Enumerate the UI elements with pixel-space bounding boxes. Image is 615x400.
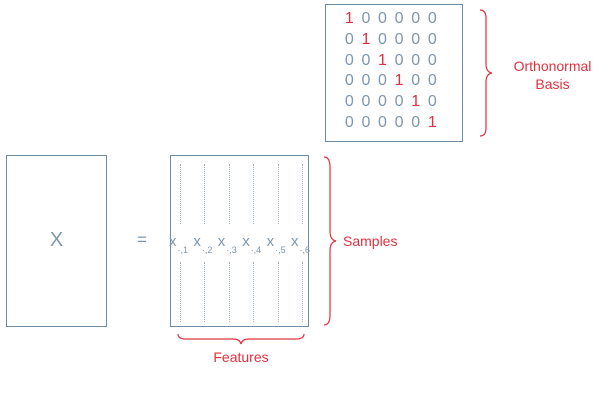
column-vector-label: x·,1 xyxy=(169,233,188,255)
column-divider-top xyxy=(302,164,303,224)
features-brace xyxy=(177,333,305,345)
column-divider-top xyxy=(180,164,181,224)
feature-columns-box xyxy=(170,155,309,327)
basis-label: Orthonormal Basis xyxy=(500,57,605,93)
column-vector-label: x·,6 xyxy=(291,233,310,255)
column-vector-base: x xyxy=(291,233,299,250)
basis-label-line1: Orthonormal xyxy=(513,58,592,74)
basis-matrix-cell: 0 xyxy=(411,10,421,27)
x-matrix-label: X xyxy=(49,229,64,251)
column-divider-bottom xyxy=(228,262,230,322)
basis-matrix-cell: 0 xyxy=(394,10,404,27)
basis-matrix-cell: 0 xyxy=(394,114,404,131)
basis-matrix-cell: 1 xyxy=(344,10,354,27)
basis-matrix-cell: 1 xyxy=(378,51,387,69)
column-vector-base: x xyxy=(266,233,275,250)
column-vector-subscript: ·,2 xyxy=(201,245,213,255)
basis-matrix-cell: 0 xyxy=(378,72,387,90)
column-divider-top xyxy=(228,164,230,224)
column-vector-base: x xyxy=(169,233,177,250)
samples-label: Samples xyxy=(343,233,398,249)
basis-matrix-cell: 1 xyxy=(361,30,371,48)
basis-label-line2: Basis xyxy=(535,76,570,92)
basis-matrix-cell: 0 xyxy=(427,30,437,48)
samples-brace xyxy=(323,156,337,326)
basis-matrix-cell: 0 xyxy=(411,30,421,48)
column-vector-subscript: ·,3 xyxy=(226,245,237,255)
basis-matrix-cell: 0 xyxy=(394,30,404,48)
column-divider-top xyxy=(253,164,255,224)
basis-matrix-cell: 0 xyxy=(344,51,354,69)
basis-matrix-cell: 0 xyxy=(361,51,371,69)
column-divider-bottom xyxy=(253,262,255,322)
column-vector-subscript: ·,5 xyxy=(275,245,286,255)
column-vector-base: x xyxy=(242,233,250,250)
column-vector-base: x xyxy=(217,233,226,250)
basis-matrix-cell: 0 xyxy=(378,93,387,111)
column-vector-label: x·,5 xyxy=(267,233,286,255)
basis-matrix-cell: 0 xyxy=(394,93,404,111)
basis-matrix-cell: 0 xyxy=(378,30,387,48)
basis-matrix-cell: 0 xyxy=(361,72,371,90)
basis-matrix-cell: 1 xyxy=(411,93,421,111)
column-divider-top xyxy=(277,164,279,224)
basis-matrix-cell: 0 xyxy=(427,93,437,111)
basis-matrix-cell: 0 xyxy=(344,72,354,90)
basis-matrix-cell: 0 xyxy=(344,30,354,48)
basis-matrix-box xyxy=(325,4,463,142)
basis-matrix-cell: 0 xyxy=(378,10,387,27)
x-matrix-box xyxy=(6,155,107,327)
column-vector-label: x·,3 xyxy=(218,233,237,255)
column-divider-bottom xyxy=(302,262,303,322)
basis-matrix-cell: 0 xyxy=(427,10,437,27)
basis-matrix-cell: 0 xyxy=(361,10,371,27)
equals-sign: = xyxy=(137,230,147,249)
basis-matrix-cell: 0 xyxy=(427,72,437,90)
basis-matrix-cell: 0 xyxy=(361,93,371,111)
basis-matrix-cell: 0 xyxy=(344,93,354,111)
basis-matrix-cell: 0 xyxy=(411,72,421,90)
column-vector-subscript: ·,4 xyxy=(250,245,262,255)
column-divider-bottom xyxy=(277,262,279,322)
column-vector-base: x xyxy=(193,233,201,250)
basis-matrix-cell: 0 xyxy=(394,51,404,69)
column-divider-bottom xyxy=(180,262,181,322)
basis-matrix-cell: 0 xyxy=(411,114,421,131)
basis-matrix-cell: 0 xyxy=(427,51,437,69)
basis-matrix-cell: 1 xyxy=(427,114,437,131)
features-label: Features xyxy=(213,349,269,365)
column-divider-bottom xyxy=(204,262,206,322)
column-vector-label: x·,4 xyxy=(242,233,261,255)
column-vector-subscript: ·,6 xyxy=(299,245,311,255)
basis-matrix-cell: 1 xyxy=(394,72,404,90)
column-divider-top xyxy=(204,164,206,224)
basis-matrix-cell: 0 xyxy=(411,51,421,69)
column-vector-label: x·,2 xyxy=(193,233,212,255)
basis-matrix-cell: 0 xyxy=(361,114,371,131)
basis-matrix-cell: 0 xyxy=(344,114,354,131)
column-vector-subscript: ·,1 xyxy=(177,245,189,255)
basis-brace xyxy=(479,9,493,137)
basis-matrix-cell: 0 xyxy=(378,114,387,131)
